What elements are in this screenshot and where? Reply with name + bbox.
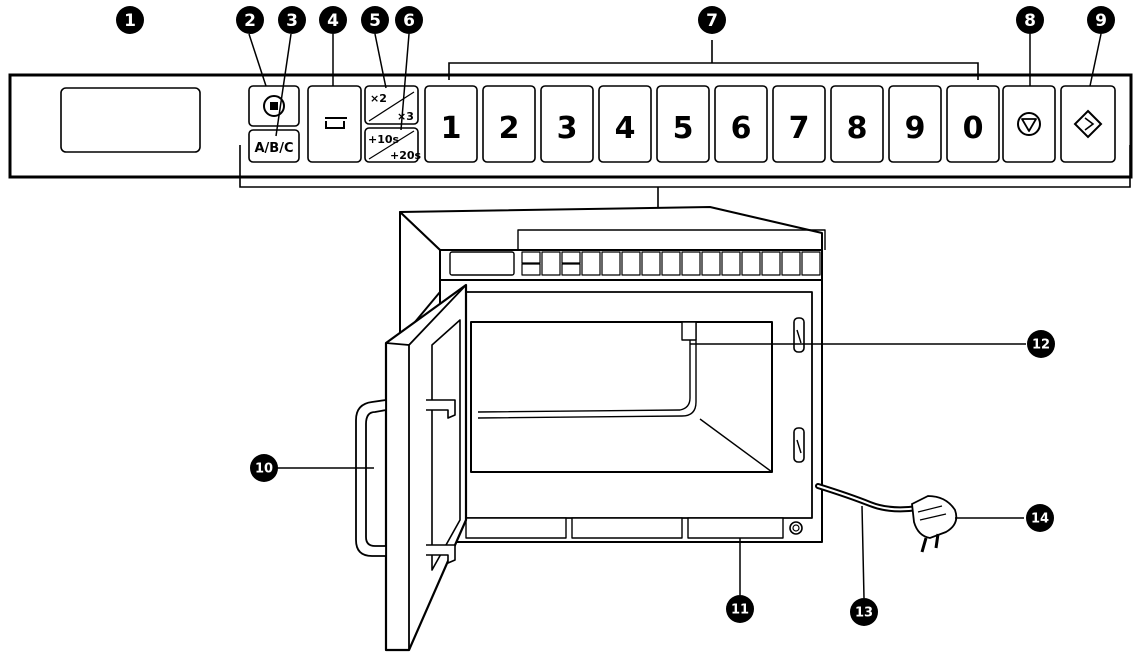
- callout-13: 13: [850, 598, 878, 626]
- x3-label: ×3: [397, 110, 414, 123]
- mini-key: [701, 251, 721, 276]
- callout-10: 10: [250, 454, 278, 482]
- callout-number: 9: [1095, 11, 1107, 31]
- callout-number: 3: [286, 11, 298, 31]
- x2-label: ×2: [370, 92, 387, 105]
- plus20-label: +20s: [390, 149, 422, 162]
- callout-number: 12: [1032, 338, 1050, 353]
- digit-key-label: 9: [905, 111, 926, 146]
- multiplier-key[interactable]: ×2 ×3: [364, 85, 419, 125]
- callout-1: 1: [116, 6, 144, 34]
- callout-number: 14: [1031, 512, 1049, 527]
- digit-key-6[interactable]: 6: [714, 85, 768, 163]
- digit-key-7[interactable]: 7: [772, 85, 826, 163]
- callout-4: 4: [319, 6, 347, 34]
- leader-lines: [248, 33, 1102, 599]
- digit-key-4[interactable]: 4: [598, 85, 652, 163]
- mini-key: [681, 251, 701, 276]
- mini-keypad: [521, 251, 821, 276]
- callout-5: 5: [361, 6, 389, 34]
- callout-12: 12: [1027, 330, 1055, 358]
- control-panel: A/B/C ×2 ×3 +10s +20s 1 2 3 4 5 6 7 8 9 0: [8, 40, 1133, 237]
- defrost-key[interactable]: [307, 85, 362, 163]
- mini-key: [561, 263, 581, 276]
- callout-number: 13: [855, 606, 873, 621]
- air-filter-left: [465, 517, 567, 539]
- digit-key-label: 1: [441, 111, 462, 146]
- digit-key-label: 4: [615, 111, 636, 146]
- callout-6: 6: [395, 6, 423, 34]
- callout-number: 2: [244, 11, 256, 31]
- door-handle: [355, 399, 387, 557]
- mini-key: [581, 251, 601, 276]
- start-diamond-icon: [1073, 109, 1103, 139]
- add-time-key[interactable]: +10s +20s: [364, 127, 422, 163]
- oven-light: [681, 321, 697, 341]
- callout-number: 7: [706, 11, 718, 31]
- mini-key: [561, 251, 581, 264]
- digit-key-0[interactable]: 0: [946, 85, 1000, 163]
- mini-key: [801, 251, 821, 276]
- digit-key-label: 3: [557, 111, 578, 146]
- air-filter-right: [687, 517, 784, 539]
- mini-key: [521, 263, 541, 276]
- digit-key-8[interactable]: 8: [830, 85, 884, 163]
- callout-number: 8: [1024, 11, 1036, 31]
- callout-14: 14: [1026, 504, 1054, 532]
- callout-number: 4: [327, 11, 339, 31]
- mini-key: [721, 251, 741, 276]
- callout-9: 9: [1087, 6, 1115, 34]
- digit-key-label: 2: [499, 111, 520, 146]
- defrost-icon: [325, 117, 347, 129]
- plus10-label: +10s: [368, 133, 400, 146]
- mini-key: [621, 251, 641, 276]
- power-cord: [815, 483, 921, 513]
- start-key[interactable]: [1060, 85, 1116, 163]
- microwave-oven: [355, 206, 826, 652]
- callout-7: 7: [698, 6, 726, 34]
- mini-key: [641, 251, 661, 276]
- callout-8: 8: [1016, 6, 1044, 34]
- digit-key-label: 0: [963, 111, 984, 146]
- callout-11: 11: [726, 595, 754, 623]
- air-filter-center: [571, 517, 683, 539]
- memory-key[interactable]: [248, 85, 300, 127]
- digit-key-9[interactable]: 9: [888, 85, 942, 163]
- abc-key[interactable]: A/B/C: [248, 129, 300, 163]
- callout-number: 1: [124, 11, 136, 31]
- digit-key-label: 5: [673, 111, 694, 146]
- abc-key-label: A/B/C: [254, 141, 293, 156]
- callout-number: 11: [731, 603, 749, 618]
- mini-key: [521, 251, 541, 264]
- numeric-keypad: 1 2 3 4 5 6 7 8 9 0: [424, 85, 1000, 163]
- digit-key-1[interactable]: 1: [424, 85, 478, 163]
- callout-number: 6: [403, 11, 415, 31]
- digit-key-5[interactable]: 5: [656, 85, 710, 163]
- digit-key-label: 8: [847, 111, 868, 146]
- digit-key-label: 7: [789, 111, 810, 146]
- power-plug: [911, 495, 958, 553]
- callout-3: 3: [278, 6, 306, 34]
- digit-key-label: 6: [731, 111, 752, 146]
- mini-key: [601, 251, 621, 276]
- callout-2: 2: [236, 6, 264, 34]
- digit-key-3[interactable]: 3: [540, 85, 594, 163]
- oven-top: [399, 206, 823, 251]
- stop-key[interactable]: [1002, 85, 1056, 163]
- mini-key: [541, 251, 561, 276]
- mini-key: [761, 251, 781, 276]
- mini-key: [661, 251, 681, 276]
- callout-number: 10: [255, 462, 273, 477]
- digit-key-2[interactable]: 2: [482, 85, 536, 163]
- mini-key: [741, 251, 761, 276]
- display-window: [60, 87, 201, 153]
- mini-key: [781, 251, 801, 276]
- callout-number: 5: [369, 11, 381, 31]
